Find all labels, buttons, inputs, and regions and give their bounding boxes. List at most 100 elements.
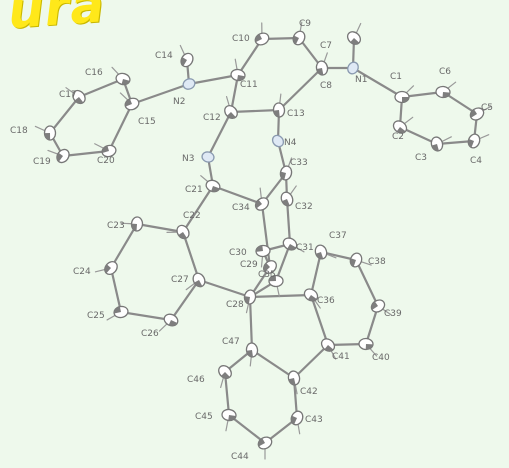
atom-label-c44: C44 — [231, 452, 249, 462]
atom-label-c31: C31 — [296, 243, 314, 253]
atom-n1 — [347, 61, 359, 75]
bond-c11-n2 — [187, 73, 240, 86]
atom-c30 — [255, 244, 271, 258]
ellipsoid-octant-c27 — [194, 280, 203, 287]
atom-n2 — [182, 78, 196, 90]
atom-c16 — [115, 72, 131, 86]
atom-label-c12: C12 — [203, 113, 221, 123]
atom-label-c14: C14 — [155, 51, 173, 61]
ellipsoid-octant-c31 — [287, 244, 297, 250]
atom-c40 — [358, 337, 374, 351]
atom-c28 — [243, 289, 257, 305]
ellipsoid-octant-c16 — [121, 79, 130, 85]
atom-c3 — [430, 136, 444, 152]
atom-c13 — [272, 102, 286, 118]
ellipsoid-octant-c2 — [396, 127, 406, 134]
ellipsoid-octant-c9 — [293, 35, 299, 45]
atom-label-c41: C41 — [332, 352, 350, 362]
ellipsoid-octant-c11 — [237, 75, 245, 81]
ellipsoid-octant-c4 — [468, 139, 474, 148]
ellipsoid-octant-c1 — [402, 97, 409, 103]
ellipsoid-octant-c17 — [74, 97, 84, 104]
ellipsoid-octant-c38 — [350, 258, 356, 267]
atom-c37 — [314, 244, 328, 260]
atom-c23 — [130, 216, 144, 232]
ellipsoid-octant-c33 — [280, 171, 286, 180]
bond-c41-c36 — [309, 293, 330, 347]
bond-c45-c46 — [223, 370, 231, 417]
bond-c41-c42 — [292, 343, 330, 380]
atom-c10 — [254, 32, 270, 46]
bond-c24-c25 — [109, 266, 123, 314]
atom-label-c36: C36 — [317, 296, 335, 306]
ellipsoid-octant-c23 — [131, 223, 137, 231]
ellipsoid-octant-c14 — [181, 57, 187, 67]
atom-label-c38: C38 — [368, 257, 386, 267]
atom-label-c33: C33 — [290, 158, 308, 168]
atom-c27 — [192, 272, 206, 288]
bond-c27-c22 — [181, 230, 201, 282]
atom-label-c32: C32 — [295, 202, 313, 212]
atom-c6 — [435, 85, 451, 99]
ellipsoid-octant-c6 — [442, 92, 450, 98]
atom-label-c40: C40 — [372, 353, 390, 363]
atom-label-c46: C46 — [187, 375, 205, 385]
ellipsoid-octant-c29 — [263, 263, 270, 272]
atom-label-c9: C9 — [299, 19, 311, 29]
atom-label-c20: C20 — [97, 156, 115, 166]
atom-c14 — [180, 52, 194, 68]
atom-label-c28: C28 — [226, 300, 244, 310]
atom-c35 — [268, 274, 284, 288]
atom-c18 — [43, 125, 57, 141]
atom-label-n4: N4 — [284, 138, 297, 148]
ellipsoid-octant-c30 — [256, 245, 263, 252]
atom-c5 — [469, 107, 485, 121]
atom-label-c7: C7 — [320, 41, 332, 51]
atom-label-c19: C19 — [33, 157, 51, 167]
ellipsoid-octant-c5 — [470, 109, 477, 118]
bond-c29-c34 — [260, 202, 272, 269]
bond-c12-c13 — [229, 108, 281, 114]
atom-c12 — [224, 105, 238, 119]
ellipsoid-n2 — [182, 78, 196, 90]
atom-label-c26: C26 — [141, 329, 159, 339]
ellipsoid-octant-c42 — [288, 378, 296, 385]
atom-c24 — [104, 260, 118, 276]
atom-label-c39: C39 — [384, 309, 402, 319]
ellipsoid-octant-c28 — [244, 296, 250, 304]
bond-c10-c11 — [236, 37, 264, 77]
ellipsoid-octant-c8 — [316, 68, 324, 75]
bond-c22-c23 — [135, 222, 185, 234]
ellipsoid-octant-c37 — [315, 252, 324, 259]
atom-c2 — [392, 120, 408, 134]
bond-n2-c15 — [130, 82, 191, 106]
bond-c23-c24 — [109, 222, 139, 270]
atom-n4 — [271, 134, 285, 148]
atom-label-c10: C10 — [232, 34, 250, 44]
atom-label-c5: C5 — [481, 103, 493, 113]
ellipsoid-octant-c20 — [102, 145, 109, 154]
atom-label-c8: C8 — [320, 81, 332, 91]
atom-label-c4: C4 — [470, 156, 482, 166]
atom-c7 — [346, 31, 362, 45]
atom-label-c2: C2 — [392, 132, 404, 142]
atom-c31 — [282, 237, 298, 251]
ellipsoid-octant-c10 — [255, 34, 262, 43]
bond-c17-c18 — [48, 95, 81, 135]
atom-label-c3: C3 — [415, 153, 427, 163]
ellipsoid-octant-c36 — [307, 295, 317, 302]
atom-c8 — [315, 60, 329, 76]
ellipsoid-octant-c22 — [178, 232, 187, 239]
atom-c26 — [163, 313, 179, 327]
atom-label-c16: C16 — [85, 68, 103, 78]
atom-label-c13: C13 — [287, 109, 305, 119]
atom-label-c35: C35 — [258, 270, 276, 280]
atom-c39 — [370, 299, 386, 313]
ellipsoid-octant-c45 — [228, 415, 236, 421]
atom-c11 — [230, 68, 246, 82]
ellipsoid-octant-c21 — [211, 186, 220, 192]
atom-c43 — [290, 410, 304, 426]
bond-c31-c32 — [285, 197, 292, 246]
atom-c33 — [279, 165, 293, 181]
